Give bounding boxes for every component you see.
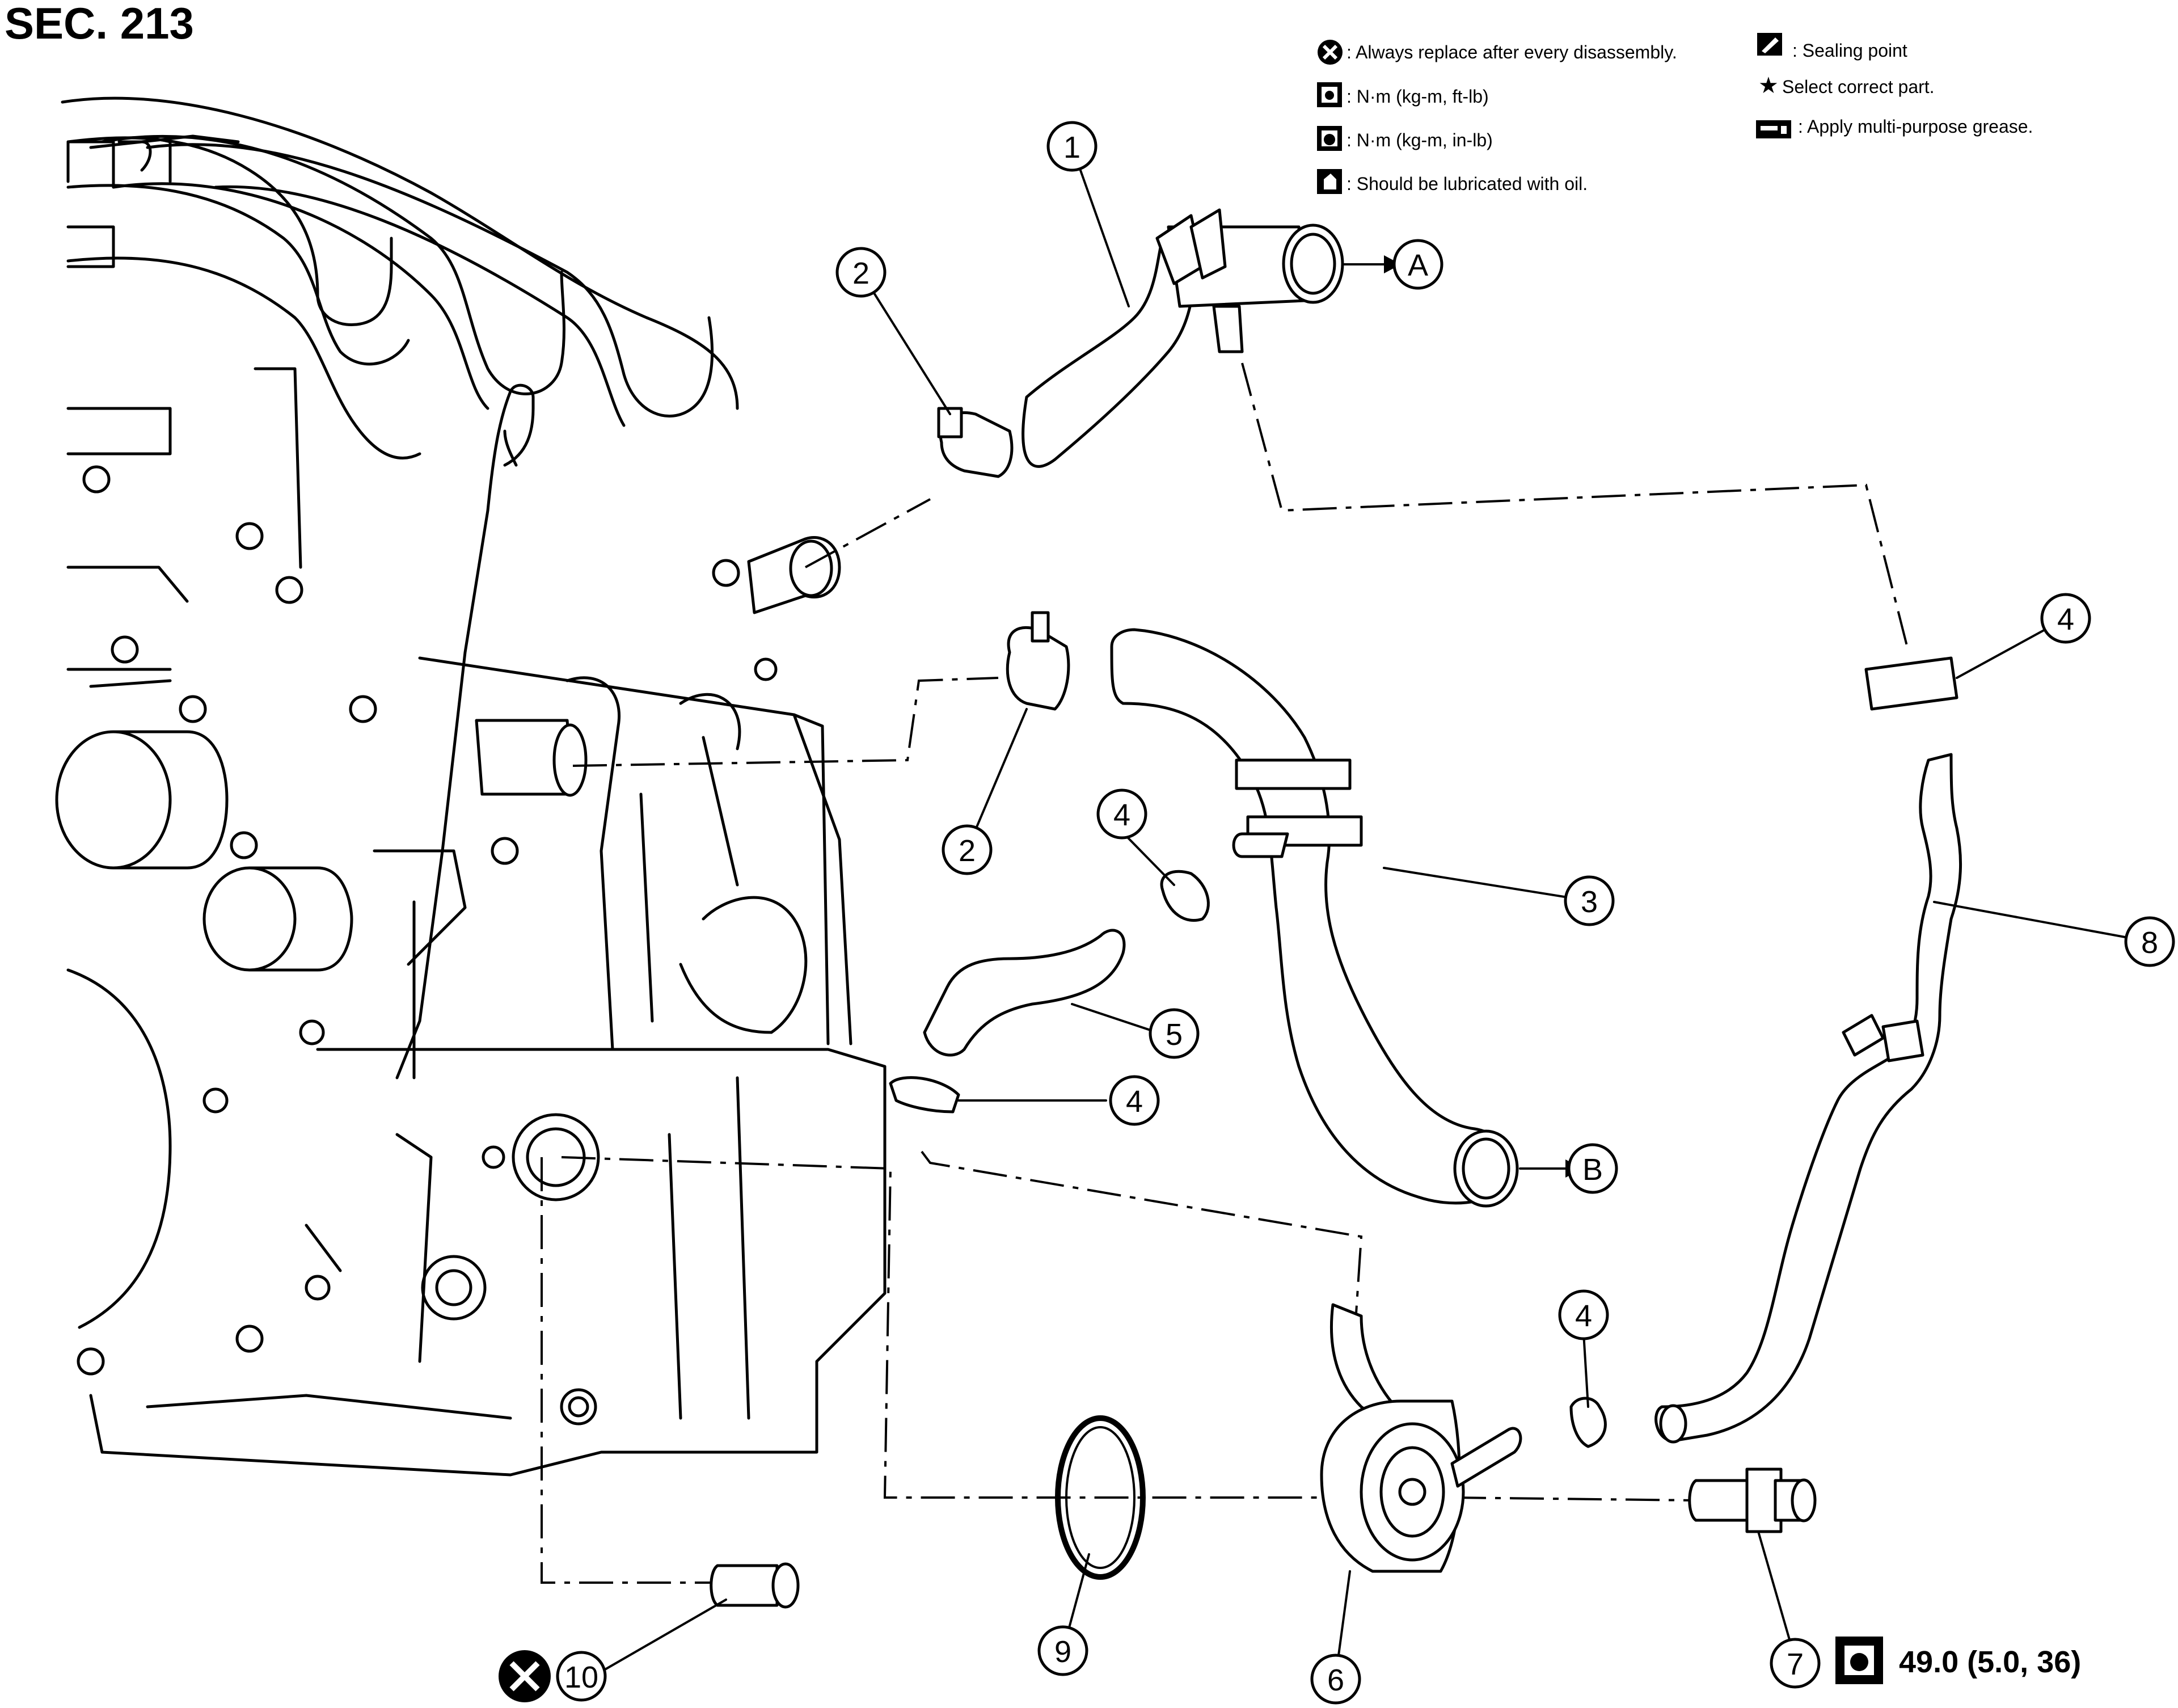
callout-4-lower: 4 <box>1109 1075 1160 1126</box>
part-9-o-ring <box>1055 1415 1146 1580</box>
part-2-clamp-upper <box>937 407 1014 478</box>
svg-text:A: A <box>1408 248 1428 282</box>
bolts <box>77 465 778 1376</box>
callout-8: 8 <box>2124 916 2175 967</box>
part-6-oil-cooler <box>1320 1303 1522 1573</box>
callout-2-lower: 2 <box>942 824 993 875</box>
section-title: SEC. 213 <box>5 0 194 48</box>
intake-port <box>747 535 841 614</box>
oil-cooler-mount <box>482 1113 600 1201</box>
callout-5: 5 <box>1149 1008 1200 1059</box>
callout-4-bottom: 4 <box>1558 1289 1609 1340</box>
callout-4-middle: 4 <box>1096 788 1147 840</box>
callout-B: B <box>1567 1143 1618 1194</box>
part-3-lower-hose <box>1110 628 1519 1208</box>
svg-text:2: 2 <box>852 256 869 290</box>
torque-spec: 49.0 (5.0, 36) <box>1835 1637 2081 1684</box>
torque-value: 49.0 (5.0, 36) <box>1899 1645 2081 1679</box>
svg-text:4: 4 <box>1126 1085 1143 1119</box>
replace-x-icon <box>499 1650 551 1702</box>
part-1-upper-hose <box>1022 208 1344 468</box>
part-8-water-hose <box>1654 753 1962 1444</box>
connection-lines <box>541 362 1910 1584</box>
part-5-small-hose <box>923 929 1126 1057</box>
legend-torque-ft-lb: : N·m (kg-m, ft-lb) <box>1347 86 1489 107</box>
callout-6: 6 <box>1310 1654 1361 1705</box>
part-7-connector-bolt <box>1688 1467 1817 1533</box>
legend: : Always replace after every disassembly… <box>1317 33 2033 194</box>
svg-text:B: B <box>1582 1153 1603 1187</box>
svg-text:5: 5 <box>1166 1018 1183 1052</box>
svg-text:1: 1 <box>1063 130 1080 165</box>
svg-text:7: 7 <box>1787 1647 1804 1681</box>
torque-icon <box>1835 1637 1883 1684</box>
svg-text:4: 4 <box>1575 1299 1592 1333</box>
svg-text:9: 9 <box>1054 1635 1071 1669</box>
legend-sealing-point: : Sealing point <box>1792 40 1907 61</box>
callout-4-right: 4 <box>2040 593 2091 644</box>
legend-always-replace: : Always replace after every disassembly… <box>1347 42 1677 62</box>
part-10-plug <box>710 1562 800 1609</box>
star-icon: ★ <box>1758 73 1779 98</box>
heater-port <box>475 719 588 797</box>
callout-3: 3 <box>1564 875 1615 926</box>
sealant-icon <box>1757 33 1782 56</box>
torque-wrench-icon <box>1317 82 1342 107</box>
callout-A: A <box>1392 239 1443 290</box>
torque-wrench-inlb-icon <box>1317 126 1342 151</box>
svg-text:4: 4 <box>1113 798 1130 832</box>
part-2-clamp-lower <box>1006 611 1070 711</box>
callout-9: 9 <box>1037 1625 1088 1676</box>
grease-icon <box>1756 120 1791 138</box>
part-4-clamp-a <box>1864 656 1958 711</box>
engine-block <box>55 96 887 1477</box>
x-circle-icon <box>1318 40 1343 65</box>
legend-lubricate-oil: : Should be lubricated with oil. <box>1347 174 1588 194</box>
svg-text:4: 4 <box>2057 602 2074 636</box>
callout-10: 10 <box>556 1651 607 1702</box>
callout-2-upper: 2 <box>835 247 887 298</box>
callout-7: 7 <box>1770 1638 1821 1689</box>
legend-torque-in-lb: : N·m (kg-m, in-lb) <box>1347 130 1493 150</box>
svg-text:10: 10 <box>564 1660 598 1694</box>
svg-text:8: 8 <box>2141 926 2158 960</box>
part-4-clamp-c <box>889 1076 960 1114</box>
svg-text:3: 3 <box>1581 885 1598 919</box>
legend-select-part: Select correct part. <box>1782 77 1935 97</box>
legend-apply-grease: : Apply multi-purpose grease. <box>1798 116 2033 137</box>
oil-filter-lower <box>202 866 297 972</box>
oil-can-icon <box>1317 169 1342 194</box>
svg-text:2: 2 <box>959 834 976 868</box>
oil-filter-left <box>55 730 172 870</box>
callout-1: 1 <box>1046 121 1098 172</box>
svg-text:6: 6 <box>1327 1663 1344 1697</box>
